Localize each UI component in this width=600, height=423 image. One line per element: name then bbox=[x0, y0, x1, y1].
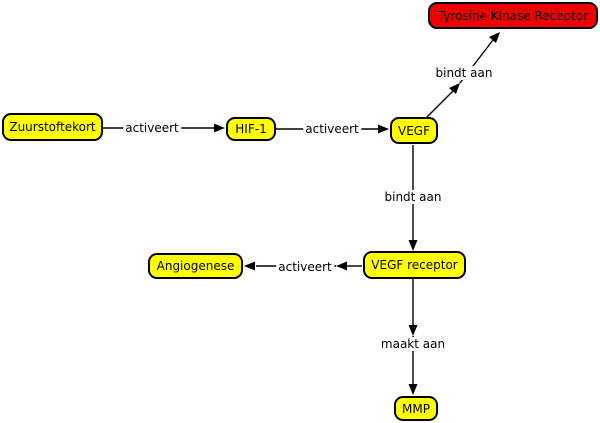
arrowhead-icon bbox=[449, 83, 460, 94]
edge-line bbox=[426, 89, 455, 118]
edge-label-bindt-aan-2: bindt aan bbox=[382, 190, 444, 204]
node-mmp[interactable]: MMP bbox=[394, 396, 438, 421]
arrowhead-icon bbox=[408, 325, 418, 336]
edge-label-bindt-aan-1: bindt aan bbox=[433, 66, 495, 80]
edge-label-activeert-1: activeert bbox=[123, 121, 181, 135]
edge-label-activeert-3: activeert bbox=[276, 260, 334, 274]
node-hif-1[interactable]: HIF-1 bbox=[226, 117, 276, 141]
arrowhead-icon bbox=[408, 384, 418, 395]
node-tyrosine-kinase-receptor[interactable]: Tyrosine Kinase Receptor bbox=[428, 2, 598, 29]
arrowhead-icon bbox=[378, 124, 389, 134]
arrowhead-icon bbox=[244, 261, 255, 271]
node-vegf[interactable]: VEGF bbox=[390, 117, 438, 144]
arrowhead-icon bbox=[214, 123, 225, 133]
node-vegf-receptor[interactable]: VEGF receptor bbox=[363, 251, 466, 279]
node-zuurstoftekort[interactable]: Zuurstoftekort bbox=[2, 113, 103, 141]
edge-label-activeert-2: activeert bbox=[303, 122, 361, 136]
arrowhead-icon bbox=[408, 240, 418, 251]
node-angiogenese[interactable]: Angiogenese bbox=[148, 253, 243, 279]
arrowhead-icon bbox=[336, 261, 347, 271]
arrowhead-icon bbox=[489, 32, 500, 43]
edge-label-maakt-aan: maakt aan bbox=[378, 337, 448, 351]
